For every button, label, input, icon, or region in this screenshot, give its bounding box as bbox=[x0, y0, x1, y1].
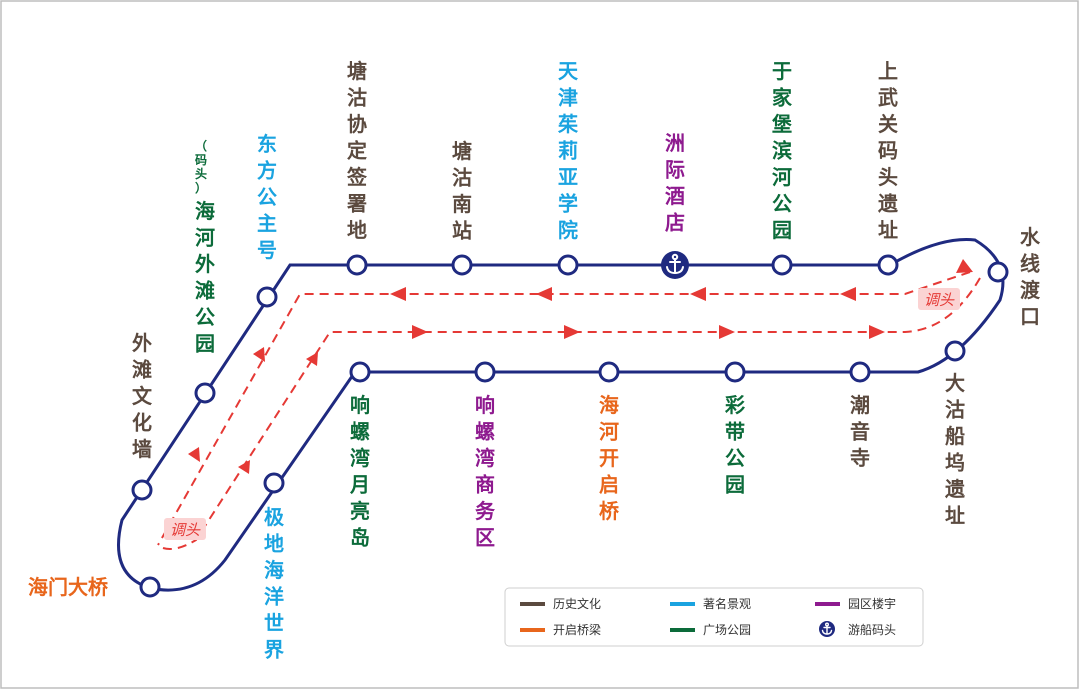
station-dot-jidi bbox=[263, 472, 285, 494]
station-dot-haihe-park bbox=[194, 382, 216, 404]
turnaround-label: 调头 bbox=[924, 291, 955, 309]
legend-label-building: 园区楼宇 bbox=[848, 596, 896, 611]
arrow-head bbox=[690, 287, 706, 301]
station-label-caidai: 彩带公园 bbox=[724, 393, 745, 497]
station-markers bbox=[131, 254, 1009, 598]
pier-station-zhouji bbox=[661, 251, 689, 279]
legend: 历史文化 著名景观 园区楼宇 开启桥梁 广场公园 游船码头 bbox=[504, 587, 924, 647]
station-dot-haimen bbox=[139, 576, 161, 598]
station-dot-shuixian bbox=[987, 261, 1009, 283]
station-label-shuixian: 水线渡口 bbox=[1020, 225, 1041, 329]
station-label-xiangluo-biz: 响螺湾商务区 bbox=[475, 393, 496, 550]
arrow-head bbox=[719, 325, 735, 339]
station-dot-yujiapu bbox=[771, 254, 793, 276]
station-dot-haihe-bridge bbox=[598, 361, 620, 383]
turnaround-right: 调头 bbox=[918, 288, 960, 310]
station-label-xieding: 塘沽协定签署地 bbox=[346, 59, 368, 242]
downstream-dashed-line bbox=[162, 277, 981, 550]
station-label-molia: 天津茱莉亚学院 bbox=[557, 59, 579, 242]
station-label-bund-wall: 外滩文化墙 bbox=[132, 331, 153, 461]
legend-label-bridge: 开启桥梁 bbox=[553, 622, 601, 637]
arrow-head bbox=[840, 287, 856, 301]
arrow-head bbox=[564, 325, 580, 339]
arrow-head bbox=[536, 287, 552, 301]
station-dot-bund-wall bbox=[131, 479, 153, 501]
station-label-haihe-park: 海河外滩公园 bbox=[195, 199, 215, 356]
station-dot-xieding bbox=[346, 254, 368, 276]
station-label-dagu: 大沽船坞遗址 bbox=[944, 371, 965, 528]
arrow-head bbox=[188, 447, 200, 462]
arrow-head bbox=[956, 259, 973, 273]
labels-bottom: 响螺湾月亮岛 响螺湾商务区 海河开启桥 彩带公园 潮音寺 bbox=[349, 393, 870, 550]
station-dot-chaoyin bbox=[849, 361, 871, 383]
station-dot-tanggunan bbox=[451, 254, 473, 276]
upstream-dashed-line bbox=[157, 271, 971, 546]
station-label-haihe-bridge: 海河开启桥 bbox=[599, 393, 620, 523]
arrow-head bbox=[238, 460, 250, 474]
station-label-yujiapu: 于家堡滨河公园 bbox=[772, 59, 793, 242]
arrow-head bbox=[253, 347, 265, 362]
station-label-tanggunan: 塘沽南站 bbox=[452, 139, 472, 243]
anchor-icon bbox=[821, 622, 833, 635]
legend-pier-symbol bbox=[819, 621, 835, 637]
legend-label-history: 历史文化 bbox=[553, 596, 601, 611]
labels-top: 塘沽协定签署地 塘沽南站 天津茱莉亚学院 洲际酒店 于家堡滨河公园 上武关码头遗址 bbox=[346, 59, 898, 243]
turnaround-label: 调头 bbox=[170, 521, 201, 539]
arrow-head bbox=[306, 352, 318, 366]
station-dot-dongfang bbox=[256, 286, 278, 308]
station-dot-xiangluo-biz bbox=[474, 361, 496, 383]
station-label-haimen: 海门大桥 bbox=[28, 575, 109, 599]
arrow-head bbox=[390, 287, 406, 301]
station-label-dongfang: 东方公主号 bbox=[257, 132, 277, 262]
arrow-head bbox=[412, 325, 428, 339]
legend-label-park: 广场公园 bbox=[703, 623, 751, 637]
station-label-jidi: 极地海洋世界 bbox=[264, 505, 285, 662]
station-dot-caidai bbox=[724, 361, 746, 383]
station-label-zhouji: 洲际酒店 bbox=[665, 131, 685, 235]
station-label-shangwu: 上武关码头遗址 bbox=[877, 59, 898, 242]
station-dot-xiangluo-moon bbox=[349, 361, 371, 383]
legend-label-scenic: 著名景观 bbox=[703, 596, 751, 611]
anchor-icon bbox=[666, 253, 684, 275]
station-dot-shangwu bbox=[877, 254, 899, 276]
route-line bbox=[117, 238, 1005, 592]
station-label-chaoyin: 潮音寺 bbox=[850, 393, 870, 470]
station-dot-molia bbox=[557, 254, 579, 276]
arrow-head bbox=[869, 325, 885, 339]
direction-arrows bbox=[157, 271, 981, 550]
station-dot-dagu bbox=[944, 340, 966, 362]
station-label-xiangluo-moon: 响螺湾月亮岛 bbox=[349, 393, 370, 550]
arrowheads bbox=[188, 259, 973, 474]
legend-label-pier: 游船码头 bbox=[848, 623, 896, 637]
station-note-pier: （码头） bbox=[195, 138, 207, 195]
turnaround-left: 调头 bbox=[164, 518, 206, 540]
